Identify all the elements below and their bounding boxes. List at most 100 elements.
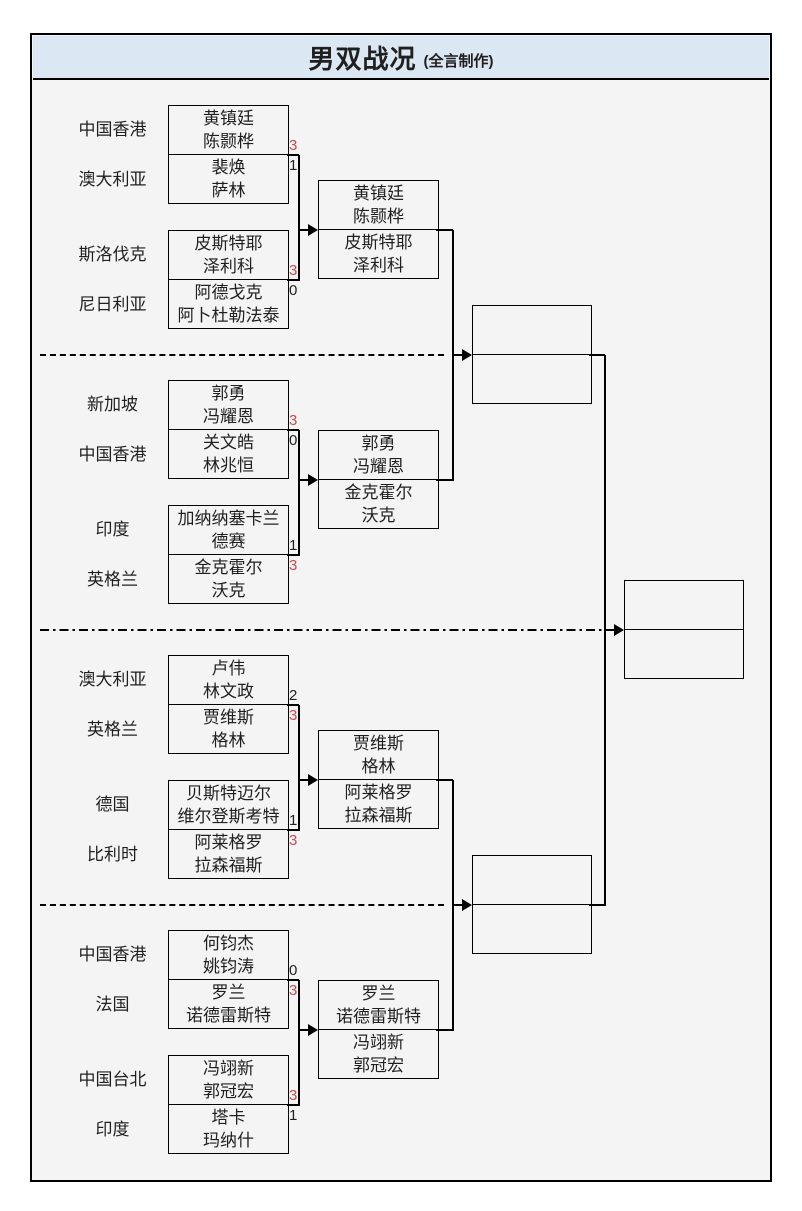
player-name: 沃克 [211,581,246,600]
team-cell: 加纳纳塞卡兰 德赛 [169,506,288,554]
country-label: 德国 [95,795,130,814]
player-name: 贾维斯 [353,734,404,753]
final-slot [625,629,743,678]
connector-line [298,980,300,1106]
player-name: 林兆恒 [203,456,254,475]
player-name: 贝斯特迈尔 [186,784,271,803]
player-name: 阿卜杜勒法泰 [177,306,280,325]
player-name: 何钧杰 [203,934,254,953]
connector-line [287,429,299,431]
country-label: 斯洛伐克 [78,245,147,264]
title-credit: (全言制作) [423,53,494,70]
connector-line [589,904,605,906]
country-label: 尼日利亚 [78,295,147,314]
team-cell: 皮斯特耶 泽利科 [169,231,288,279]
match-score: 3 [289,262,298,279]
match-score: 0 [289,432,298,449]
final-slot [625,581,743,629]
connector-line [452,354,463,356]
connector-line [298,705,300,831]
team-cell: 黄镇廷 陈颢桦 [169,106,288,154]
player-name: 塔卡 [211,1108,246,1127]
country-label: 比利时 [87,845,138,864]
connector-line [287,979,299,981]
connector-line [436,779,453,781]
player-name: 皮斯特耶 [344,233,413,252]
team-cell: 何钧杰 姚钧涛 [169,931,288,979]
player-name: 郭冠宏 [353,1056,404,1075]
player-name: 金克霍尔 [194,558,263,577]
player-name: 德赛 [211,532,246,551]
match-score: 3 [289,137,298,154]
semifinal-slot [473,904,591,953]
player-name: 诺德雷斯特 [336,1007,421,1026]
player-name: 沃克 [361,506,396,525]
player-name: 冯翊新 [353,1033,404,1052]
country-label: 中国香港 [78,445,147,464]
player-name: 郭勇 [211,384,246,403]
player-name: 关文皓 [203,433,254,452]
advancing-team: 冯翊新 郭冠宏 [319,1029,438,1078]
match-score: 0 [289,282,298,299]
team-cell: 金克霍尔 沃克 [169,554,288,603]
advancing-team: 郭勇 冯耀恩 [319,431,438,479]
match-score: 1 [289,537,298,554]
player-name: 郭勇 [361,434,396,453]
team-cell: 贝斯特迈尔 维尔登斯考特 [169,781,288,829]
connector-line [287,1104,299,1106]
round2-box: 郭勇 冯耀恩 金克霍尔 沃克 [318,430,439,529]
team-cell: 阿德戈克 阿卜杜勒法泰 [169,279,288,328]
semifinal-box [472,855,592,954]
player-name: 诺德雷斯特 [186,1006,271,1025]
match-score: 3 [289,412,298,429]
connector-line [298,430,300,556]
player-name: 阿莱格罗 [344,783,413,802]
match-score: 3 [289,707,298,724]
match-score: 2 [289,687,298,704]
match-box: 何钧杰 姚钧涛 罗兰 诺德雷斯特 [168,930,289,1029]
connector-line [298,1029,309,1031]
connector-line [298,479,309,481]
player-name: 金克霍尔 [344,483,413,502]
country-label: 新加坡 [87,395,138,414]
country-label: 澳大利亚 [78,170,147,189]
match-box: 加纳纳塞卡兰 德赛 金克霍尔 沃克 [168,505,289,604]
connector-line [287,154,299,156]
player-name: 贾维斯 [203,708,254,727]
country-label: 印度 [95,520,130,539]
connector-line [436,479,453,481]
player-name: 皮斯特耶 [194,234,263,253]
round2-box: 黄镇廷 陈颢桦 皮斯特耶 泽利科 [318,180,439,279]
player-name: 萨林 [211,181,246,200]
player-name: 卢伟 [211,659,246,678]
final-box [624,580,744,679]
arrow-right-icon [308,224,318,236]
player-name: 拉森福斯 [344,806,413,825]
separator-dashdot [40,629,602,631]
team-cell: 郭勇 冯耀恩 [169,381,288,429]
player-name: 冯耀恩 [203,407,254,426]
connector-line [604,629,615,631]
separator-dotted [40,904,444,906]
player-name: 罗兰 [361,984,396,1003]
player-name: 罗兰 [211,983,246,1002]
connector-line [287,554,299,556]
match-score: 0 [289,962,298,979]
advancing-team: 阿莱格罗 拉森福斯 [319,779,438,828]
semifinal-slot [473,354,591,403]
bracket-frame [30,33,772,1182]
country-label: 中国香港 [78,120,147,139]
match-box: 贝斯特迈尔 维尔登斯考特 阿莱格罗 拉森福斯 [168,780,289,879]
round2-box: 罗兰 诺德雷斯特 冯翊新 郭冠宏 [318,980,439,1079]
player-name: 泽利科 [353,256,404,275]
semifinal-slot [473,306,591,354]
country-label: 中国台北 [78,1070,147,1089]
arrow-right-icon [614,624,624,636]
team-cell: 罗兰 诺德雷斯特 [169,979,288,1028]
player-name: 黄镇廷 [203,109,254,128]
team-cell: 裴焕 萨林 [169,154,288,203]
player-name: 裴焕 [211,158,246,177]
connector-line [287,704,299,706]
match-box: 皮斯特耶 泽利科 阿德戈克 阿卜杜勒法泰 [168,230,289,329]
